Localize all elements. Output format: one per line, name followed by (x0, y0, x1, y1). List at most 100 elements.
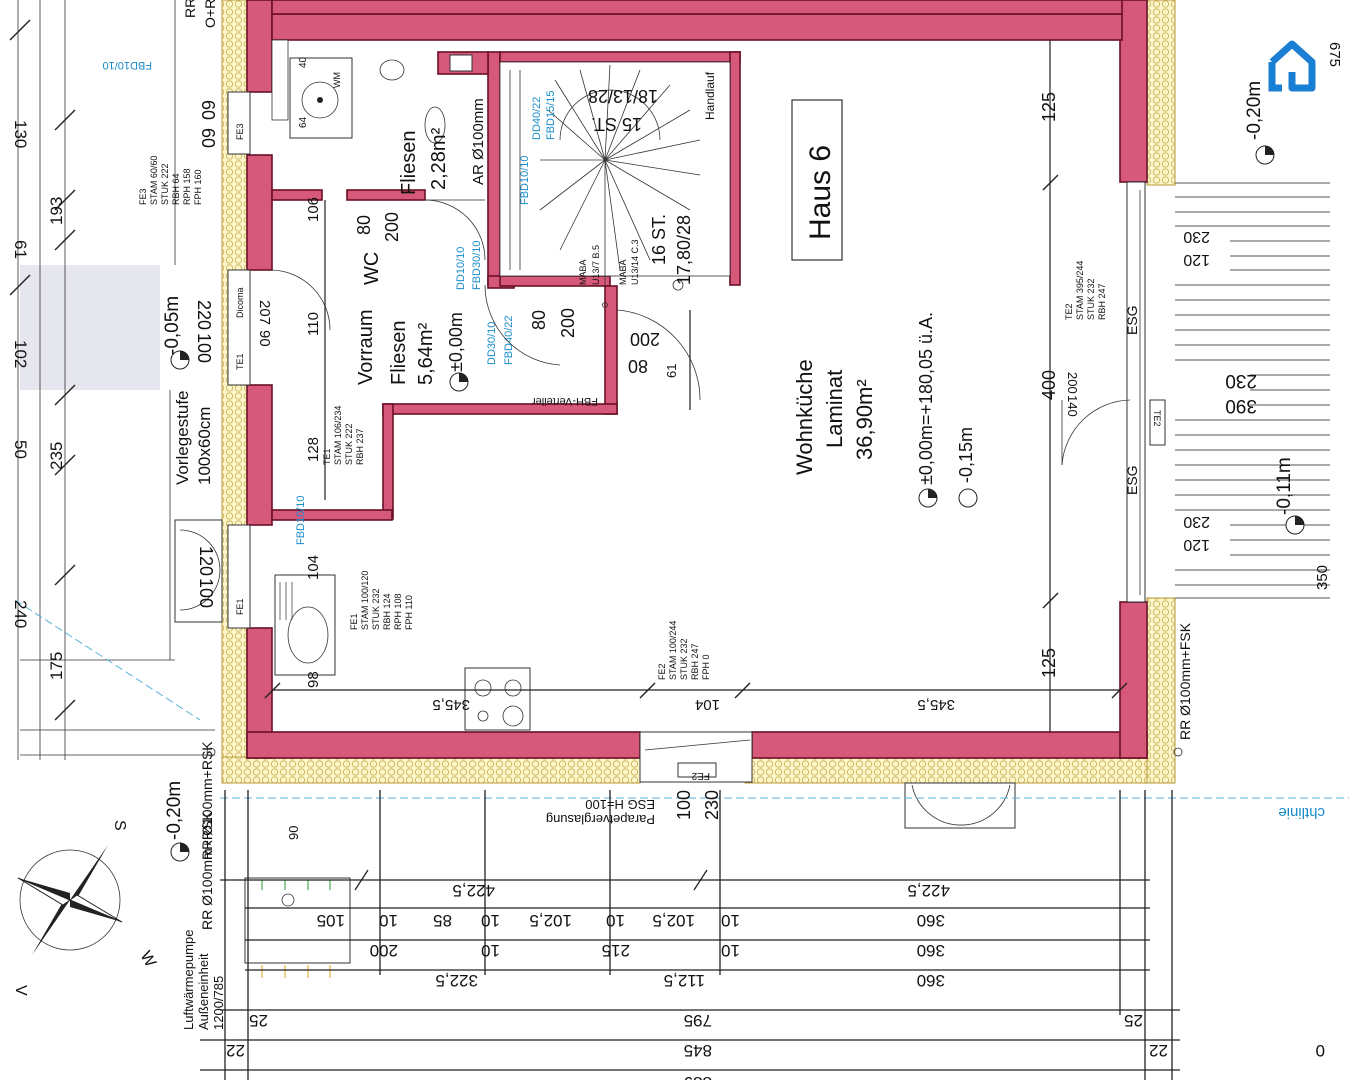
plan-text: 125 (1039, 648, 1059, 678)
plan-text: TE1 (322, 448, 332, 465)
plan-text: 10 (481, 941, 500, 960)
plan-text: 10 (606, 911, 625, 930)
plan-text: Außeneinheit (196, 953, 211, 1030)
plan-text: Parapetverglasung (546, 812, 655, 827)
wohnkueche-floor: Laminat (822, 370, 847, 448)
plan-text: 80 (354, 215, 374, 235)
stairs-steps-lower: 16 ST. (649, 214, 669, 265)
plan-text: RPH 108 (393, 593, 403, 630)
plan-text: 0 (1316, 1041, 1325, 1060)
plan-text: 422,5 (907, 881, 950, 900)
plan-text: 207 (256, 300, 273, 325)
plan-text: 422,5 (452, 881, 495, 900)
plan-text: 350 (1314, 565, 1331, 590)
plan-text: 125 (1039, 92, 1059, 122)
blue-labels: FBD10/10 FBD10/10 DD10/10 FBD30/10 DD30/… (102, 59, 557, 545)
gray-area (20, 265, 160, 390)
plan-text: RBH 64 (171, 173, 181, 205)
plan-text: 60 (198, 100, 218, 120)
walls (246, 0, 1148, 759)
left-windows: FE3 TE1 Dicoma FE1 (227, 91, 251, 629)
stairs-ratio-lower: 17,80/28 (674, 215, 694, 285)
plan-text: 1200/785 (211, 976, 226, 1030)
dim-64: 64 (298, 116, 309, 128)
wc-floor: Fliesen (398, 131, 420, 195)
level-outer-left: -0,05m (162, 296, 183, 355)
plan-text: 200 (370, 941, 398, 960)
esg-top: ESG (1124, 305, 1140, 335)
plan-text: 400 (1039, 370, 1059, 400)
ar-name: AR Ø100mm (470, 98, 487, 185)
plan-text: 10 (721, 911, 740, 930)
bottom-dimension-lines (200, 790, 1180, 1080)
plan-text: 220 (194, 300, 214, 330)
plan-text: 80 (529, 310, 549, 330)
plan-text: FPH 0 (701, 654, 711, 680)
plan-text: ESG H=100 (585, 797, 655, 812)
te1-tag: TE1 (235, 353, 245, 370)
plan-text: Luftwärmepumpe (181, 930, 196, 1030)
plan-text: 200 (630, 329, 660, 349)
plan-text: RBH 237 (355, 428, 365, 465)
blue-label-3: FBD30/10 (471, 240, 483, 290)
plan-text: RR Ø100mm+RSK (199, 811, 215, 930)
vorraum-name: Vorraum (355, 309, 377, 385)
plan-text: 128 (305, 437, 322, 462)
plan-text: 22 (226, 1041, 245, 1060)
glazing: FE2 TE2 (639, 181, 1166, 829)
plan-text: RPH 158 (182, 168, 192, 205)
fe1-tag: FE1 (235, 598, 245, 615)
plan-text: 10 (379, 911, 398, 930)
level-front: -0,20m (164, 781, 185, 840)
wohnkueche-level: ±0,00m=+180,05 ü.A. (916, 312, 936, 485)
dicoma-tag: Dicoma (235, 287, 245, 318)
rr-right: RR Ø100mm+FSK (1177, 622, 1193, 740)
plan-text: 230 (702, 790, 722, 820)
plan-text: 120 (1183, 536, 1210, 553)
dim-50: 50 (11, 440, 30, 459)
plan-text: 120 (196, 546, 216, 576)
dim-102: 102 (11, 340, 30, 368)
interior-dimensions: 345,5 345,5 104 104 98 128 110 106 125 4… (194, 92, 1080, 713)
plan-text: 675 (1326, 42, 1343, 67)
plan-text: 25 (249, 1011, 268, 1030)
plan-text: 85 (433, 911, 452, 930)
plan-text: 10 (481, 911, 500, 930)
plan-text: 360 (917, 941, 945, 960)
plan-text: 102,5 (529, 911, 572, 930)
plan-text: 200 (1065, 372, 1080, 394)
vorraum-floor: Fliesen (388, 321, 410, 385)
bottom-dimensions: 422,5 422,5 105 10 85 10 102,5 10 102,5 … (226, 881, 1325, 1080)
plan-text: 345,5 (917, 696, 955, 713)
rr-top2: O+RS (202, 0, 218, 28)
vorraum-level: ±0,00m (446, 312, 466, 372)
rr-left: RR Ø100mm+RSK (199, 741, 215, 860)
wm-label: WM (332, 72, 342, 88)
plan-text: STAM 60/60 (149, 156, 159, 205)
plan-text: FE2 (657, 663, 667, 680)
compass-s: S (111, 820, 128, 831)
blue-label-0: FBD10/10 (102, 59, 152, 71)
wohnkueche-name: Wohnküche (792, 359, 817, 475)
level-terrace-top: -0,20m (1244, 81, 1265, 140)
plan-text: 100 (196, 578, 216, 608)
staircase: 15 ST. 18/13/28 Handlauf 16 ST. 17,80/28… (499, 61, 731, 407)
plan-text: 100 (194, 333, 214, 363)
te2-tag: TE2 (1152, 410, 1162, 427)
compass-v: V (12, 985, 29, 996)
plan-text: 10 (721, 941, 740, 960)
compass-w: W (137, 949, 160, 971)
plan-text: 322,5 (435, 971, 478, 990)
plan-text: 102,5 (652, 911, 695, 930)
plan-text: 845 (684, 1041, 712, 1060)
plan-text: STAM 100/244 (668, 621, 678, 680)
plan-text: FE3 (138, 188, 148, 205)
maba1: MABA (578, 259, 588, 285)
plan-text: 22 (1149, 1041, 1168, 1060)
esg-bottom: ESG (1124, 465, 1140, 495)
maba1-sub: U13/7 B.5 (591, 245, 601, 285)
home-logo-icon[interactable] (1268, 40, 1316, 92)
plan-text: 889 (684, 1073, 712, 1080)
blue-label-7: FBD15/15 (545, 90, 557, 140)
handrail-label: Handlauf (703, 71, 717, 120)
